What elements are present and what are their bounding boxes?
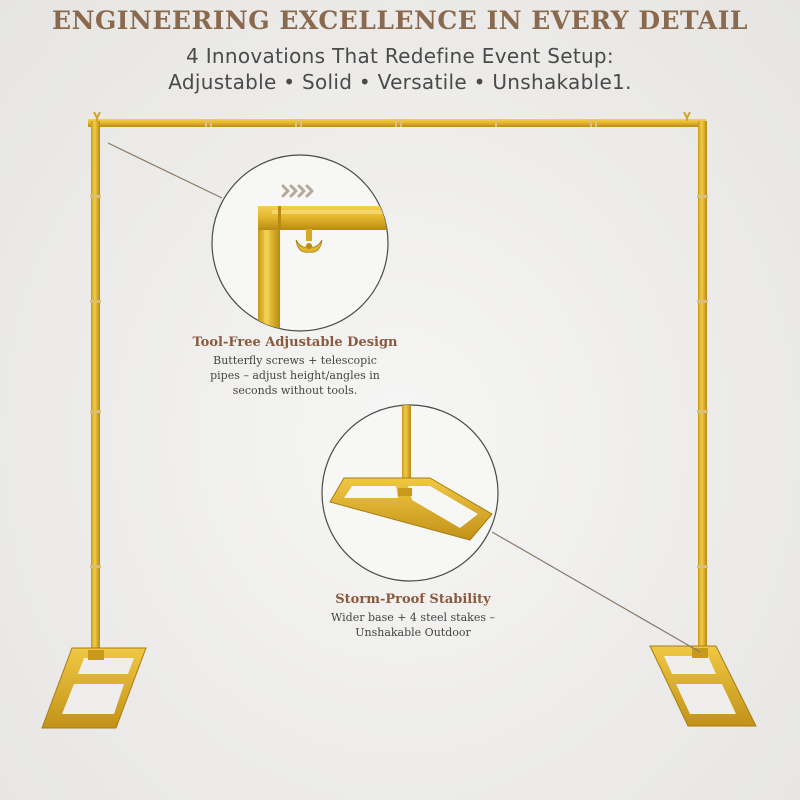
detail-circle-base	[321, 404, 499, 582]
feature-title-adjustable: Tool-Free Adjustable Design	[192, 335, 398, 350]
detail-circle-joint	[211, 154, 389, 332]
chevron-right-icon	[281, 184, 314, 198]
feature-desc-line: Butterfly screws + telescopic	[213, 354, 377, 367]
top-crossbar	[88, 111, 706, 127]
left-upright-pole	[90, 121, 101, 656]
feature-desc-line: Wider base + 4 steel stakes –	[331, 611, 495, 624]
right-upright-pole	[697, 121, 708, 656]
page-title: ENGINEERING EXCELLENCE IN EVERY DETAIL	[52, 6, 748, 35]
callout-line-bottom	[491, 531, 701, 653]
right-base-frame	[649, 645, 757, 727]
feature-desc-line: seconds without tools.	[232, 384, 358, 397]
feature-desc-adjustable: Butterfly screws + telescopic pipes – ad…	[200, 353, 390, 398]
subtitle-line-1: 4 Innovations That Redefine Event Setup:	[186, 44, 614, 68]
feature-desc-line: pipes – adjust height/angles in	[210, 369, 380, 382]
left-base-frame	[41, 647, 147, 729]
feature-title-stability: Storm-Proof Stability	[335, 592, 491, 607]
feature-desc-line: Unshakable Outdoor	[355, 626, 471, 639]
feature-desc-stability: Wider base + 4 steel stakes – Unshakable…	[318, 610, 508, 640]
callout-line-top	[107, 142, 223, 199]
subtitle-line-2: Adjustable • Solid • Versatile • Unshaka…	[168, 70, 632, 94]
